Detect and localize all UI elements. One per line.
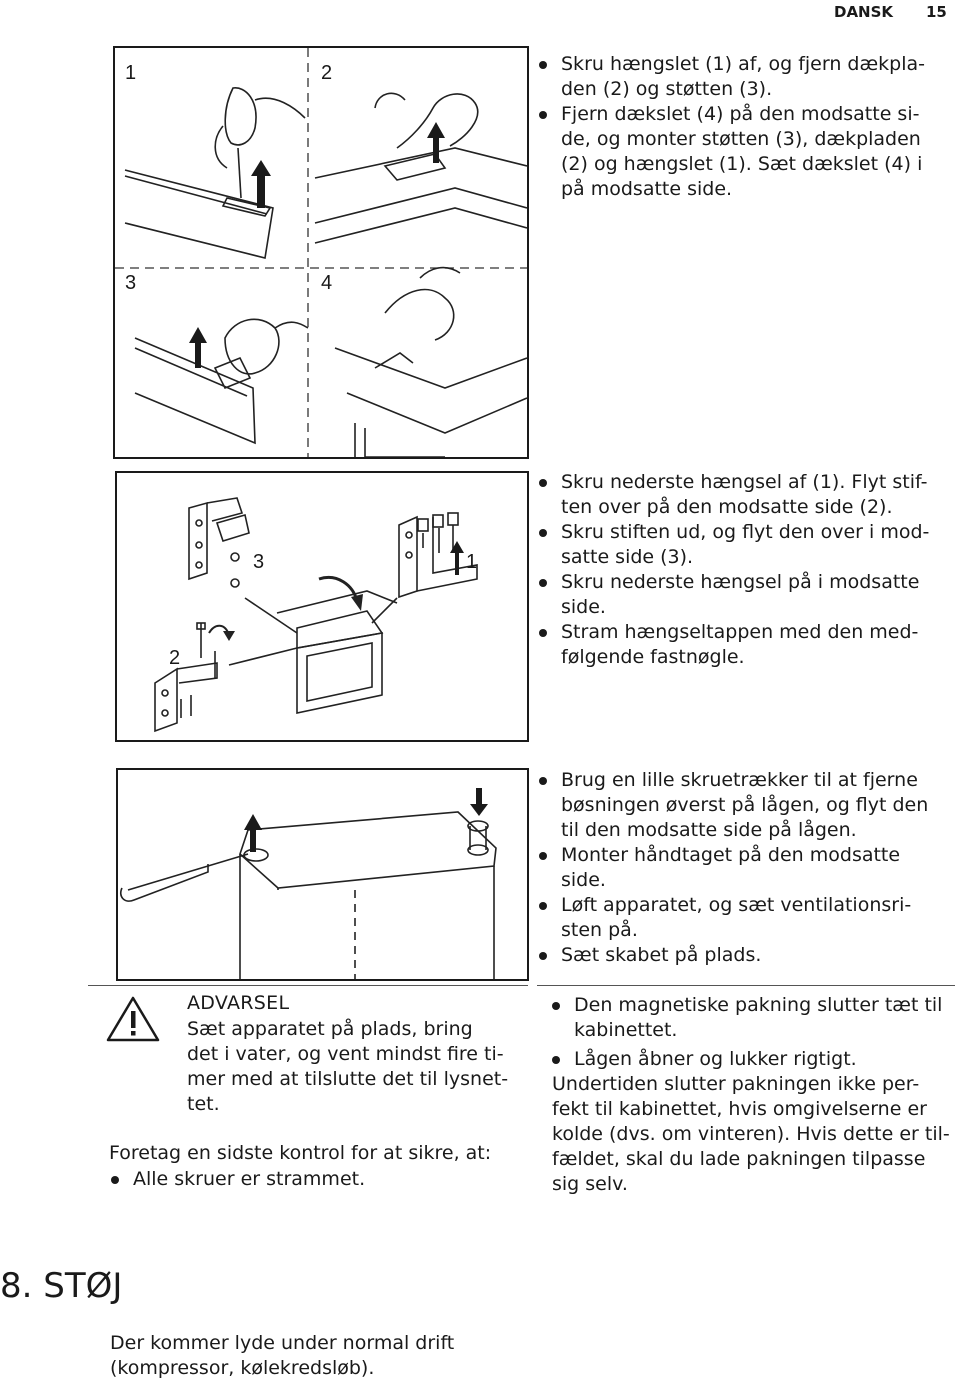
- steps-block-1: Skru hængslet (1) af, og fjern dækpla-de…: [537, 52, 937, 202]
- warning-icon: [106, 995, 160, 1043]
- divider-left: [88, 985, 528, 986]
- step-1-1: Skru hængslet (1) af, og fjern dækpla-de…: [537, 52, 937, 102]
- divider-right: [537, 985, 955, 986]
- header-language: DANSK: [834, 3, 894, 21]
- final-check-list-right: Den magnetiske pakning slutter tæt til k…: [550, 993, 955, 1072]
- step-2-2: Skru stiften ud, og flyt den over i mod-…: [537, 520, 937, 570]
- page-header: DANSK 15: [0, 0, 960, 26]
- figure-door-bushing-illustration: [119, 788, 497, 979]
- step-3-1: Brug en lille skruetrækker til at fjerne…: [537, 768, 949, 843]
- figure-top-hinge: 1 2 3 4: [113, 46, 529, 459]
- figure-bottom-hinge-illustration: [154, 497, 478, 733]
- warning-title: ADVARSEL: [187, 992, 290, 1014]
- final-check-intro: Foretag en sidste kontrol for at sikre, …: [109, 1142, 492, 1164]
- warning-text: Sæt apparatet på plads, bring det i vate…: [187, 1018, 509, 1115]
- figure-door-bushing: [116, 768, 529, 981]
- figure-top-hinge-illustration: [115, 48, 527, 457]
- panel-label-1: 1: [125, 62, 137, 84]
- final-check-item: Lågen åbner og lukker rigtigt.: [550, 1047, 955, 1072]
- steps-block-2: Skru nederste hængsel af (1). Flyt stif-…: [537, 470, 937, 670]
- panel-label-3: 3: [125, 272, 137, 294]
- callout-1: 1: [466, 551, 478, 573]
- header-page-number: 15: [926, 3, 947, 21]
- step-3-2: Monter håndtaget på den modsatte side.: [537, 843, 949, 893]
- step-2-4: Stram hængseltappen med den med-følgende…: [537, 620, 937, 670]
- figure-bottom-hinge: 3 1 2: [115, 471, 529, 742]
- final-check-item: Den magnetiske pakning slutter tæt til k…: [550, 993, 955, 1043]
- callout-2: 2: [169, 647, 181, 669]
- final-check-note: Undertiden slutter pakningen ikke per-fe…: [552, 1073, 950, 1195]
- step-3-4: Sæt skabet på plads.: [537, 943, 949, 968]
- step-2-1: Skru nederste hængsel af (1). Flyt stif-…: [537, 470, 937, 520]
- section-title: 8. STØJ: [0, 1266, 123, 1306]
- callout-3: 3: [253, 551, 265, 573]
- step-1-2: Fjern dækslet (4) på den modsatte si-de,…: [537, 102, 937, 202]
- step-2-3: Skru nederste hængsel på i modsatte side…: [537, 570, 937, 620]
- panel-label-4: 4: [321, 272, 333, 294]
- final-check-list-left: Alle skruer er strammet.: [109, 1167, 529, 1192]
- section-text: Der kommer lyde under normal drift (komp…: [110, 1332, 455, 1379]
- panel-label-2: 2: [321, 62, 333, 84]
- step-3-3: Løft apparatet, og sæt ventilationsri-st…: [537, 893, 949, 943]
- steps-block-3: Brug en lille skruetrækker til at fjerne…: [537, 768, 949, 968]
- final-check-item: Alle skruer er strammet.: [109, 1167, 529, 1192]
